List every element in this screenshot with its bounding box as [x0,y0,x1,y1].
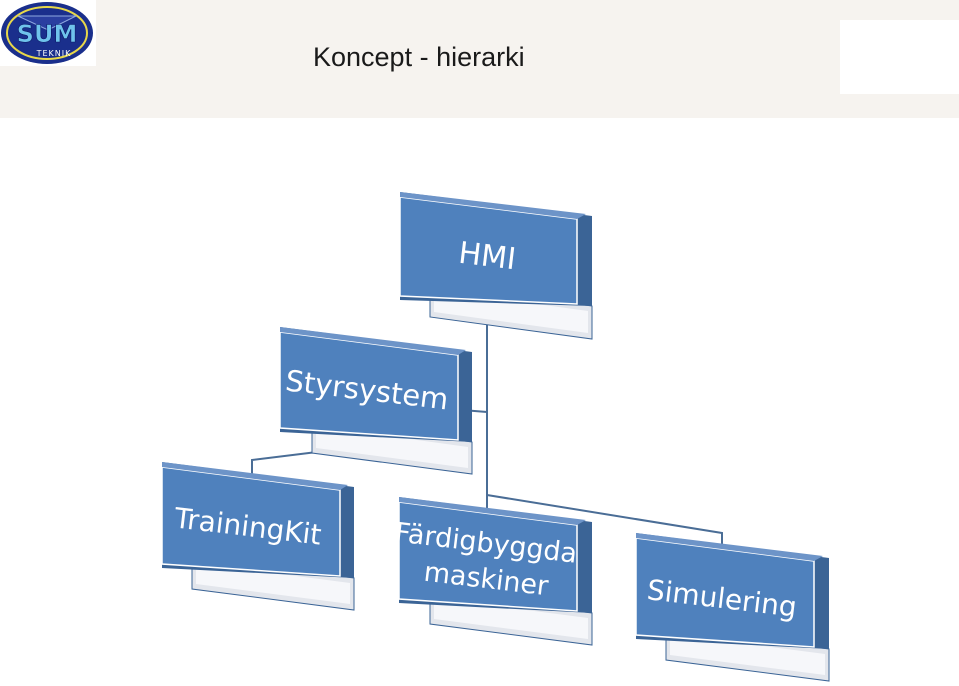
node-hmi: HMI [399,192,593,340]
connector-hmi-simulering [486,494,723,546]
svg-text:TEKNIK: TEKNIK [36,49,72,58]
header-placeholder-box [840,20,959,94]
node-trainingkit: TrainingKit [161,462,355,611]
sum-teknik-logo: SUM TEKNIK [1,2,93,64]
svg-text:SUM: SUM [17,20,78,48]
node-simulering: Simulering [635,533,830,682]
node-styrsystem: Styrsystem [279,327,473,475]
node-fardigbyggda: Färdigbyggda maskiner [393,497,593,646]
node-hmi-label: HMI [457,236,518,278]
connector-styrsystem-trainingkit [251,451,318,478]
page-title: Koncept - hierarki [313,42,525,72]
logo: SUM TEKNIK [0,0,96,66]
slide-header [0,0,959,118]
